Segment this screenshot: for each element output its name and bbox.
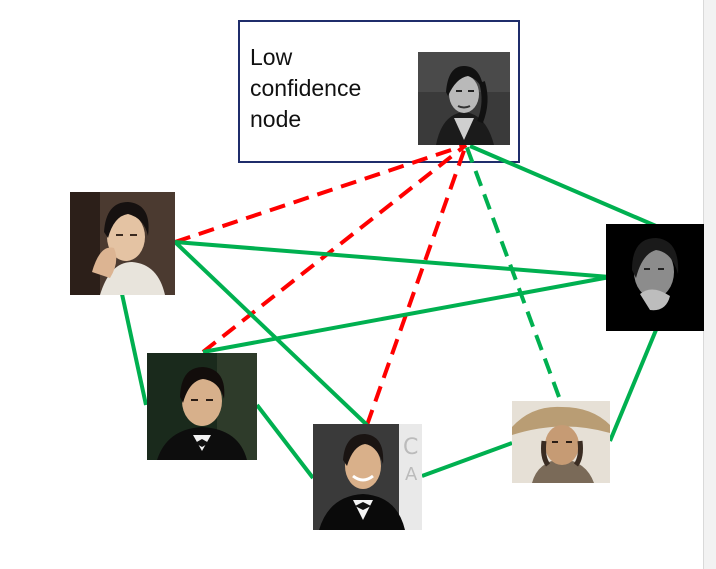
edge-midleft-right: [202, 275, 611, 354]
edge-midleft-bottomcenter: [255, 403, 315, 480]
edge-topleft-midleft: [120, 293, 148, 406]
callout-line-1: Low: [250, 44, 293, 70]
callout-line-2: confidence: [250, 75, 362, 101]
svg-text:C: C: [403, 435, 418, 460]
node-middle-left-portrait: [147, 353, 257, 460]
node-bottom-center-portrait: C A: [313, 424, 422, 530]
edge-topleft-right: [174, 240, 611, 279]
edge-topleft-bottomcenter: [173, 240, 369, 427]
edge-bottomcenter-lowconf: [365, 144, 468, 426]
callout-line-3: node: [250, 106, 302, 132]
edge-topleft-lowconf: [174, 143, 467, 244]
edge-bottomright-right: [608, 329, 658, 442]
svg-text:A: A: [405, 464, 418, 485]
edge-midleft-lowconf: [201, 143, 468, 354]
node-right-portrait: [606, 224, 704, 331]
node-low-confidence-portrait: [418, 52, 510, 145]
edge-bottomcenter-bottomright: [421, 441, 513, 478]
callout-label: Low confidence node: [250, 42, 400, 135]
edge-lowconf-right: [469, 144, 657, 228]
node-top-left-portrait: [70, 192, 175, 295]
node-bottom-right-portrait: [512, 401, 610, 483]
